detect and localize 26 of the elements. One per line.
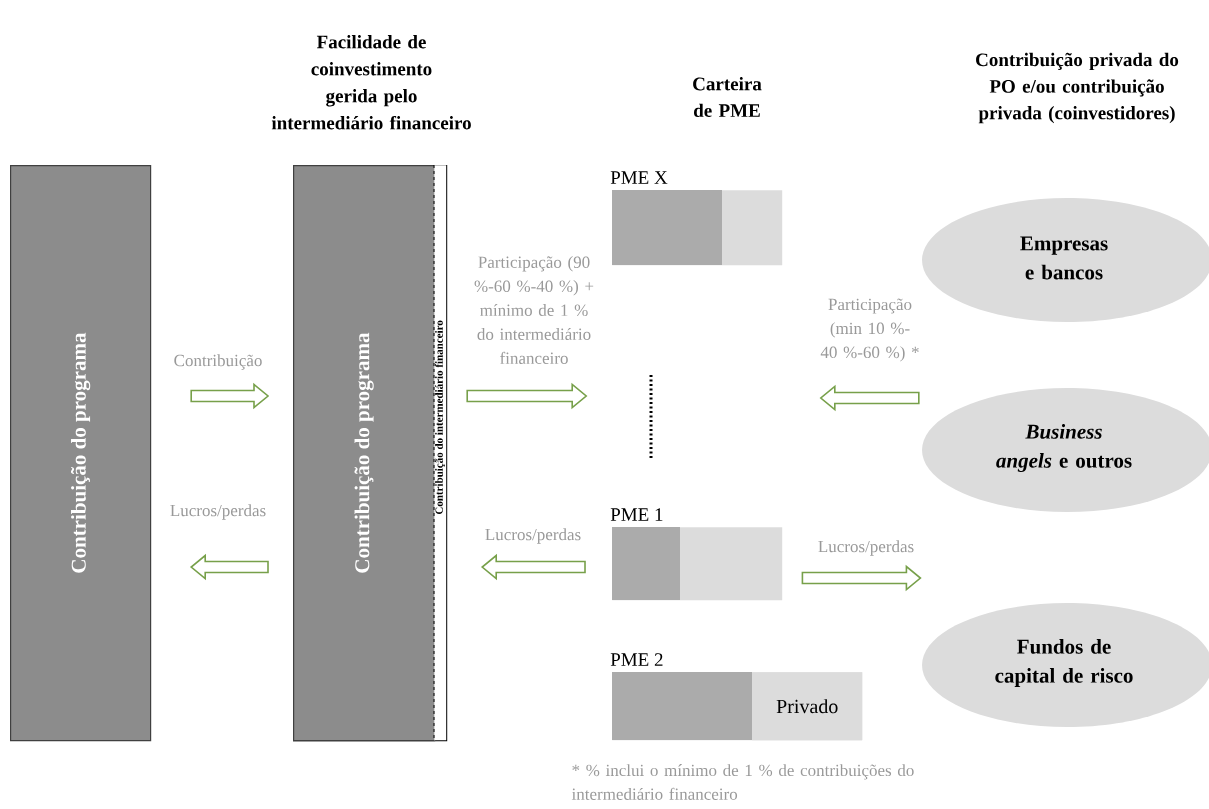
node-label: Contribuição do intermediário financeiro: [435, 320, 446, 515]
column-heading: Carteira de PME: [693, 77, 762, 117]
node-label: PME X: [610, 171, 668, 184]
contribution-strip: Contribuição do intermediário financeiro: [433, 164, 447, 741]
edge-label: Contribuição: [174, 354, 262, 370]
node-label: PME 2: [610, 653, 663, 666]
block-arrow: [190, 382, 270, 410]
footnote: * % inclui o mínimo de 1 % de contribuições do intermediário financeiro: [571, 764, 914, 800]
column-heading: Contribuição privada do PO e/ou contribuição privada (coinvestidores): [976, 52, 1179, 124]
edge-label: Lucros/perdas: [170, 504, 266, 520]
program-bar: Contribuição do programa: [293, 165, 436, 742]
block-arrow: [189, 553, 269, 581]
edge-label: Participação (min 10 %- 40 %-60 %) *: [820, 298, 919, 362]
edge-label: Participação (90 %-60 %-40 %) + mínimo de 1 % do intermediário financeiro: [474, 256, 594, 364]
node-label: PME 1: [610, 508, 663, 521]
edge-label: Lucros/perdas: [485, 528, 581, 544]
block-arrow: [801, 564, 922, 592]
edge-label: Lucros/perdas: [818, 540, 914, 556]
private-share-cell: Privado: [752, 672, 863, 741]
block-arrow: [819, 384, 920, 412]
block-arrow: [480, 553, 586, 581]
block-arrow: [466, 382, 588, 410]
company-bar: PME X: [610, 171, 783, 266]
node-label: Facilidade de coinvestimento gerida pelo intermediário financeiro: [271, 35, 471, 130]
program-bar: Contribuição do programa: [10, 165, 152, 742]
company-bar: PME 1: [610, 508, 783, 601]
